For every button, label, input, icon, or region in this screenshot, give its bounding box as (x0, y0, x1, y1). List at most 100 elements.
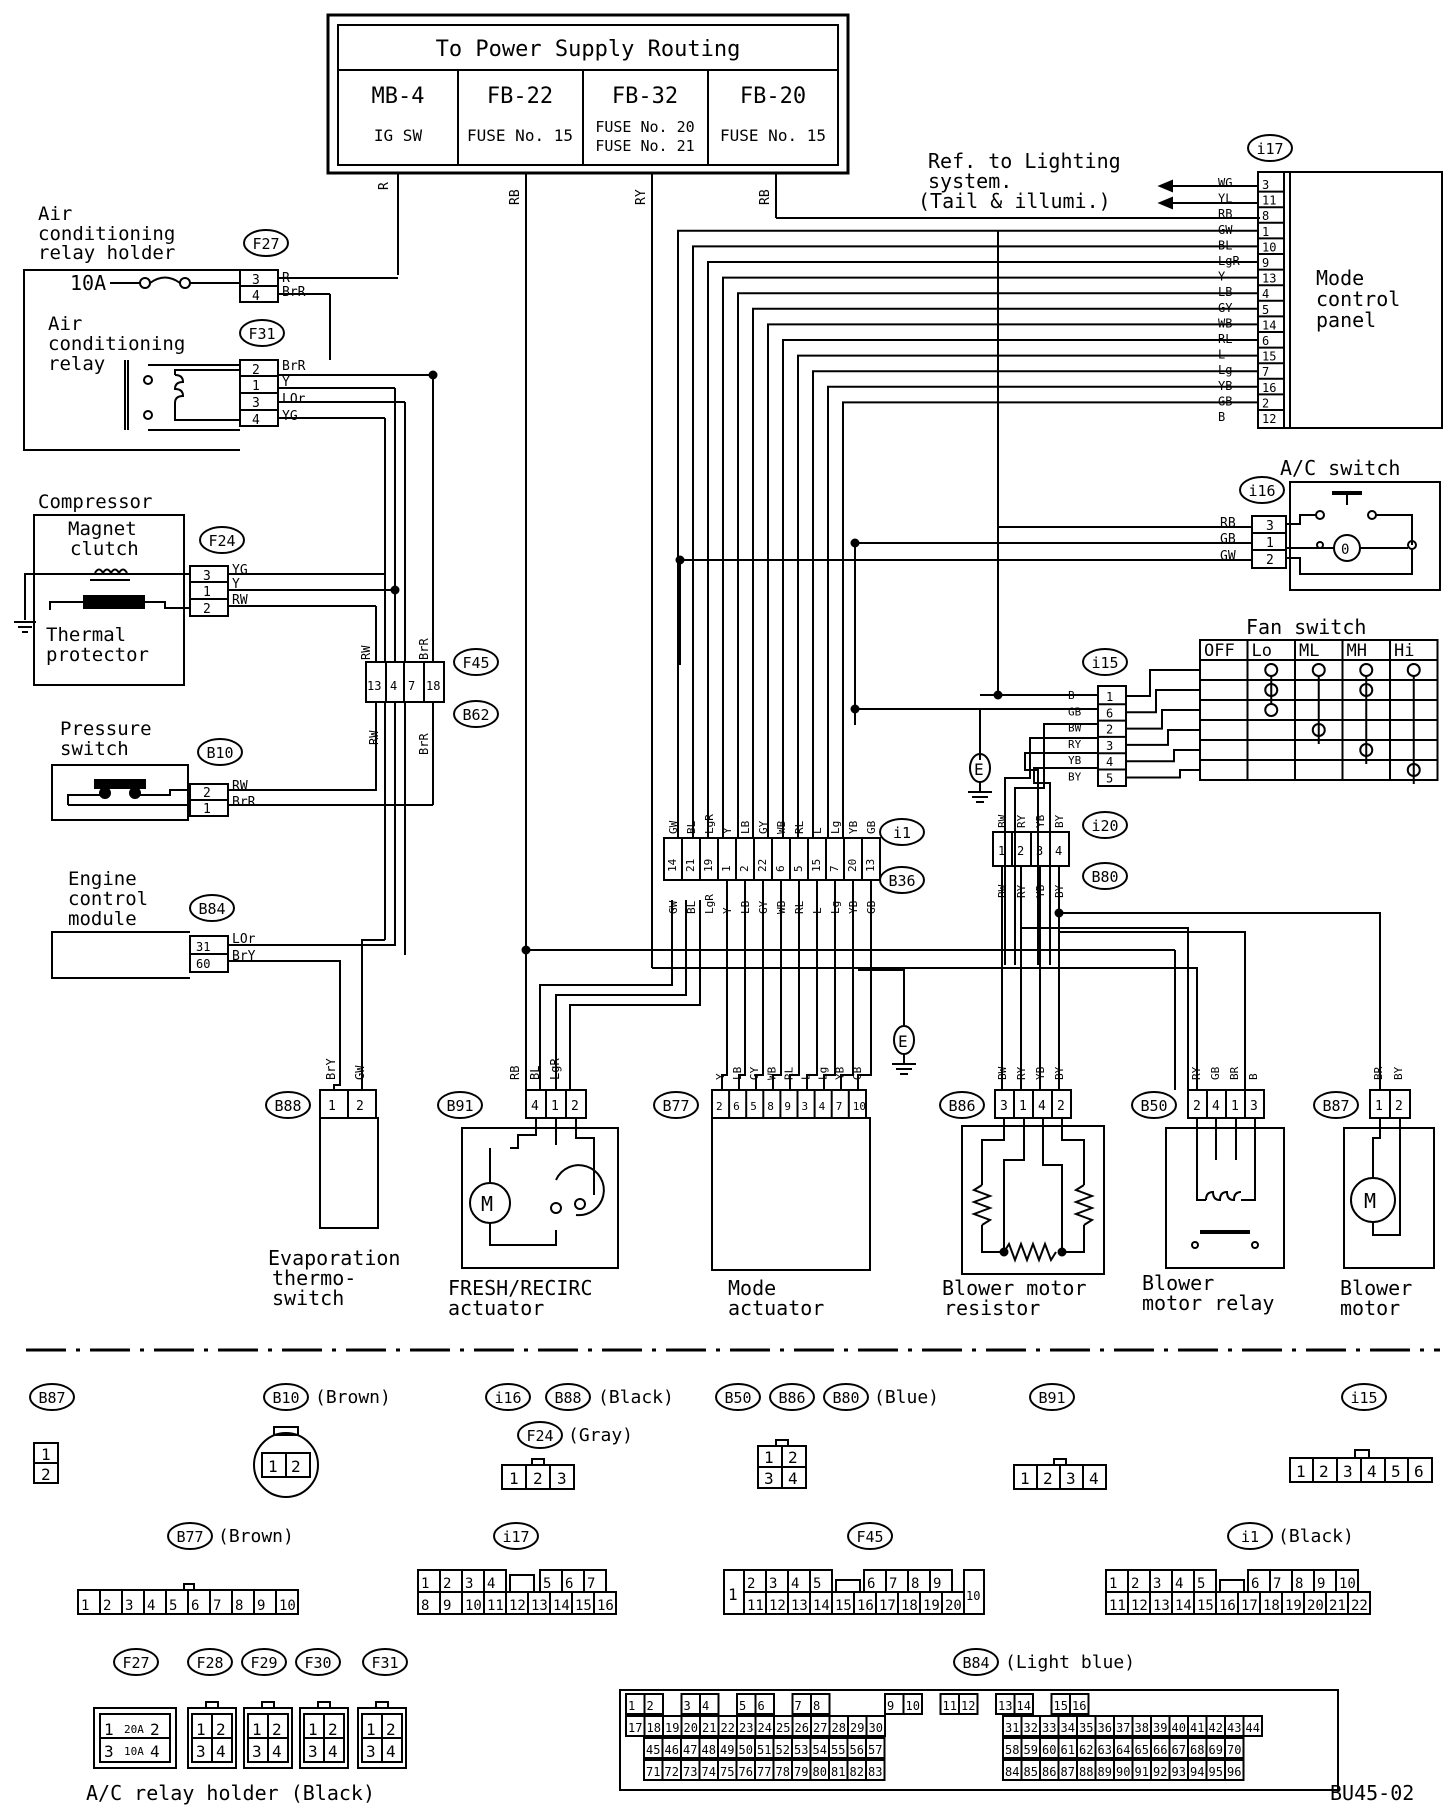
svg-text:67: 67 (1172, 1743, 1186, 1757)
svg-text:3: 3 (366, 1742, 376, 1761)
svg-text:60: 60 (1042, 1743, 1056, 1757)
svg-text:31: 31 (1005, 1721, 1019, 1735)
svg-text:motor: motor (1340, 1296, 1400, 1320)
supply-code-3: FB-32 (612, 84, 678, 109)
svg-text:63: 63 (1098, 1743, 1112, 1757)
i1-wire-label: GB (865, 820, 878, 834)
connector-pin: 4 (1175, 1576, 1183, 1592)
svg-text:83: 83 (868, 1765, 882, 1779)
connector-pin: 9 (257, 1598, 265, 1614)
connector-pin: 7 (889, 1576, 897, 1592)
tag-i16: i16 (1248, 482, 1275, 500)
tag-b87: B87 (1322, 1097, 1349, 1115)
svg-text:93: 93 (1172, 1765, 1186, 1779)
mode-actuator-pin: 9 (784, 1100, 791, 1113)
svg-text:2: 2 (533, 1469, 543, 1488)
svg-text:protector: protector (46, 644, 149, 666)
connector-pin: 3 (1153, 1576, 1161, 1592)
svg-text:RW: RW (367, 730, 381, 745)
svg-text:38: 38 (1135, 1721, 1149, 1735)
svg-text:69: 69 (1209, 1743, 1223, 1757)
svg-text:56: 56 (850, 1743, 864, 1757)
svg-text:Blower motor: Blower motor (942, 1276, 1087, 1300)
connector-pin: 8 (1295, 1576, 1303, 1592)
ground-symbol-2: E (858, 969, 916, 1075)
mode-panel-pin: 16 (1262, 381, 1276, 395)
connector-pin: 13 (1153, 1598, 1170, 1614)
svg-text:13: 13 (998, 1699, 1012, 1713)
svg-text:2: 2 (788, 1448, 798, 1467)
svg-text:BR: BR (1372, 1066, 1385, 1080)
svg-text:31: 31 (196, 940, 210, 954)
connector-pin: 21 (1329, 1598, 1346, 1614)
blower-motor: B87 1 2 BR BY M Blower motor (1313, 1066, 1435, 1320)
svg-text:1: 1 (196, 1720, 206, 1739)
i1-pin: 2 (738, 865, 751, 872)
svg-text:Fan switch: Fan switch (1246, 615, 1366, 639)
svg-text:77: 77 (757, 1765, 771, 1779)
svg-text:4: 4 (702, 1699, 709, 1713)
svg-text:44: 44 (1246, 1721, 1260, 1735)
mode-panel-pin: 13 (1262, 272, 1276, 286)
i1-wire-label: WB (775, 820, 788, 834)
i1-pin: 22 (756, 859, 769, 872)
svg-text:1: 1 (1296, 1462, 1306, 1481)
connector-pin: 4 (791, 1576, 799, 1592)
fan-position-label: MH (1347, 641, 1367, 661)
svg-text:47: 47 (683, 1743, 697, 1757)
svg-text:79: 79 (794, 1765, 808, 1779)
svg-text:95: 95 (1209, 1765, 1223, 1779)
svg-text:73: 73 (683, 1765, 697, 1779)
mode-panel-pin: 11 (1262, 194, 1276, 208)
svg-text:2: 2 (252, 363, 260, 378)
svg-text:B: B (1247, 1073, 1260, 1080)
svg-text:control: control (68, 888, 148, 910)
svg-text:BrR: BrR (417, 733, 431, 755)
mode-panel-pin: 4 (1262, 287, 1269, 301)
connector-pin: 2 (443, 1576, 451, 1592)
svg-text:1: 1 (203, 585, 211, 600)
svg-text:7: 7 (795, 1699, 802, 1713)
i1-pin: 6 (774, 865, 787, 872)
mode-panel-pin: 5 (1262, 303, 1269, 317)
fan-switch-wires (850, 230, 1098, 965)
svg-text:4: 4 (1212, 1099, 1220, 1114)
connector-pin: 14 (813, 1598, 830, 1614)
svg-text:relay: relay (48, 353, 105, 375)
svg-text:4: 4 (150, 1742, 160, 1761)
svg-text:BrY: BrY (324, 1058, 338, 1080)
svg-text:Pressure: Pressure (60, 718, 152, 740)
mode-panel-wire-label: B (1218, 410, 1225, 424)
i1-wire-label: Lg (829, 821, 842, 834)
fan-pin: 4 (1106, 755, 1113, 769)
svg-text:85: 85 (1024, 1765, 1038, 1779)
svg-text:70: 70 (1227, 1743, 1241, 1757)
fan-position-label: Lo (1252, 641, 1272, 661)
svg-text:14: 14 (1017, 1699, 1031, 1713)
mode-actuator-pin: 2 (716, 1100, 723, 1113)
svg-text:switch: switch (60, 738, 129, 760)
svg-text:actuator: actuator (448, 1296, 544, 1320)
svg-text:B50: B50 (724, 1389, 751, 1407)
svg-text:65: 65 (1135, 1743, 1149, 1757)
connector-pin: 1 (1109, 1576, 1117, 1592)
svg-text:Blower: Blower (1142, 1271, 1214, 1295)
supply-wires: R RB RY RB (377, 173, 1260, 968)
mode-panel-pin: 12 (1262, 412, 1276, 426)
i1-wire-label: GW (667, 900, 680, 914)
i1-wire-label: LgR (703, 894, 716, 914)
svg-text:B62: B62 (462, 706, 489, 724)
mode-actuator-wire-label: GY (748, 1066, 761, 1080)
svg-text:3: 3 (104, 1742, 114, 1761)
svg-text:(Brown): (Brown) (315, 1387, 391, 1408)
svg-text:i1: i1 (1241, 1528, 1259, 1546)
svg-text:12: 12 (961, 1699, 975, 1713)
svg-text:Ref. to Lighting: Ref. to Lighting (928, 149, 1121, 173)
svg-text:2: 2 (150, 1720, 160, 1739)
connector-pin: 8 (911, 1576, 919, 1592)
i1-wire-label: LB (739, 820, 752, 834)
svg-text:F45: F45 (856, 1528, 883, 1546)
connector-pin: 10 (465, 1598, 482, 1614)
svg-text:76: 76 (739, 1765, 753, 1779)
fresh-recirc-actuator: B91 4 1 2 RB BL LgR M FRESH/RECIRC actua… (437, 985, 619, 1320)
